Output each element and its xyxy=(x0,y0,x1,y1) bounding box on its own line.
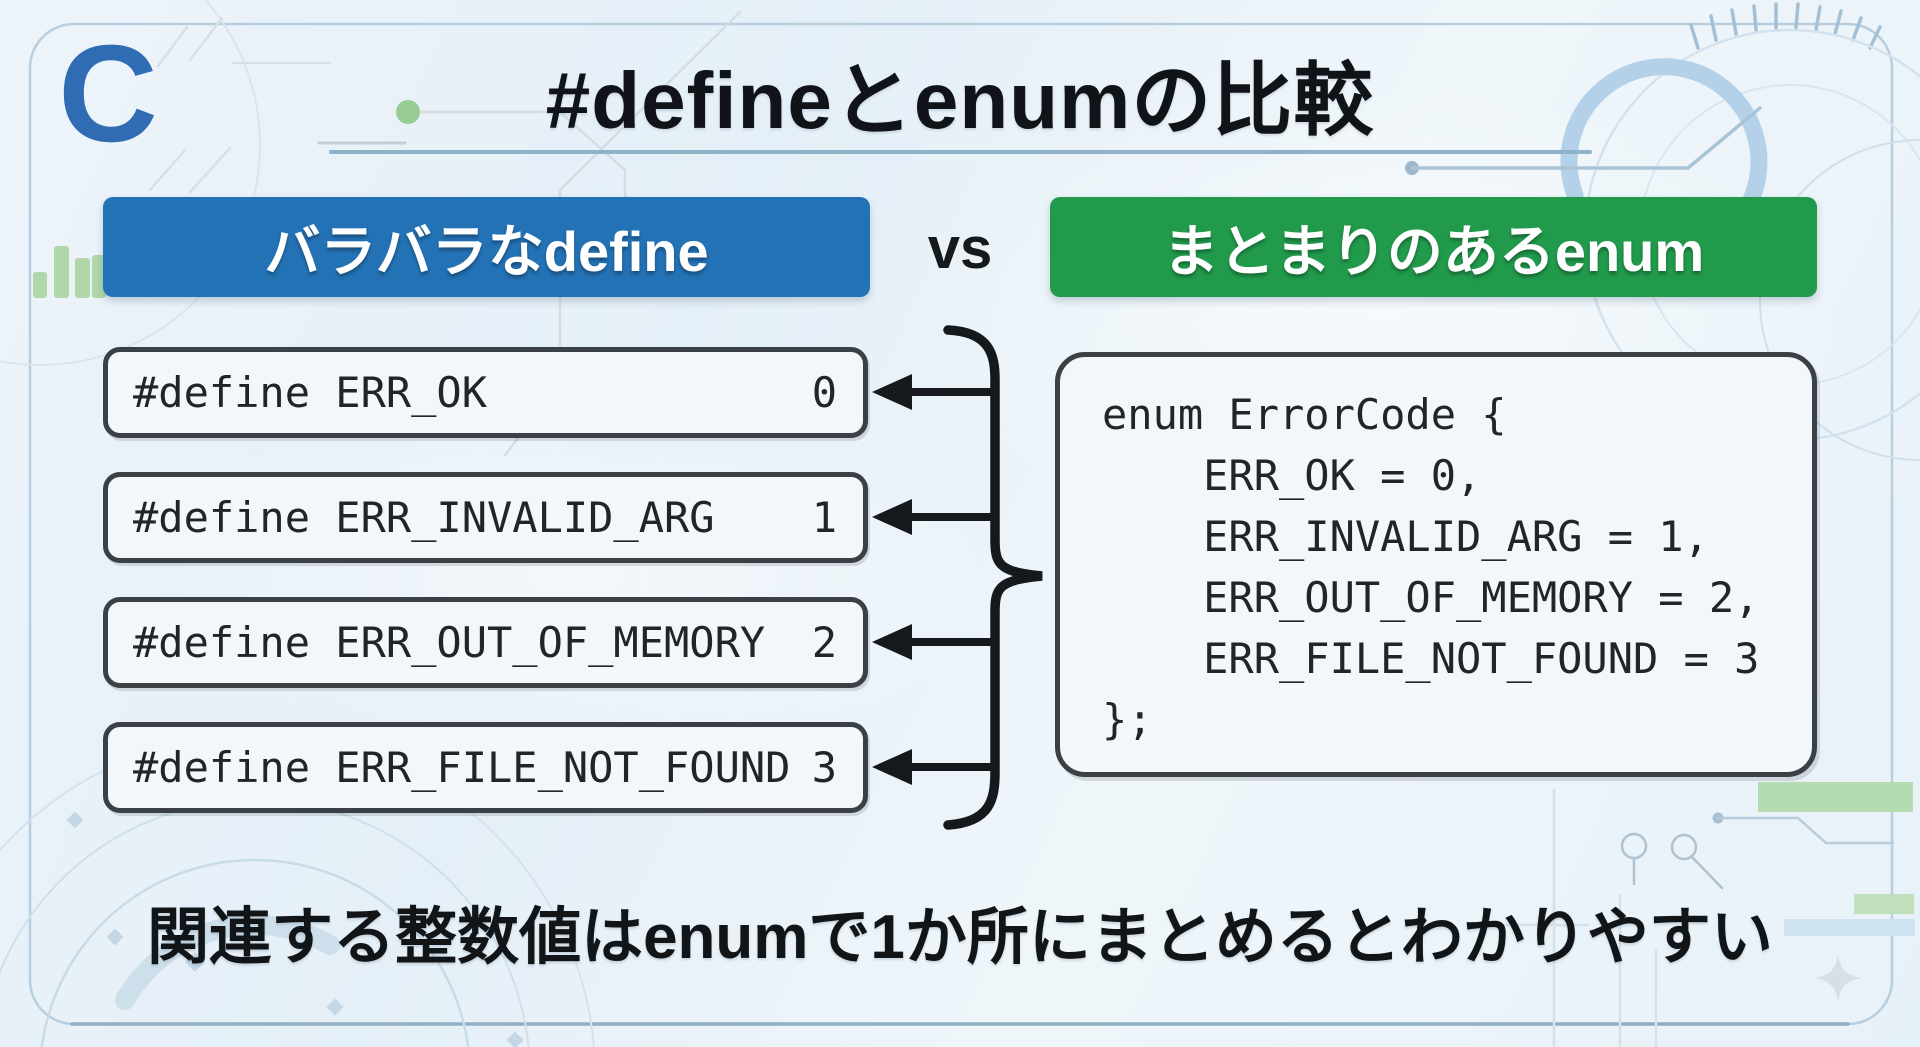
title-underline xyxy=(329,150,1592,154)
arrow-head-1 xyxy=(872,499,912,535)
vs-label: vs xyxy=(927,215,993,281)
define-value: 0 xyxy=(811,368,837,417)
define-code: #define ERR_FILE_NOT_FOUND xyxy=(133,743,791,792)
define-box-err-ok: #define ERR_OK 0 xyxy=(103,347,868,438)
arrow-head-3 xyxy=(872,749,912,785)
define-header-banner: バラバラなdefine xyxy=(103,197,870,297)
arrow-head-0 xyxy=(872,374,912,410)
circuit-trace xyxy=(1716,816,1895,845)
circuit-pin-2 xyxy=(1670,833,1698,861)
define-box-err-file-not-found: #define ERR_FILE_NOT_FOUND 3 xyxy=(103,722,868,813)
code-line: ERR_OUT_OF_MEMORY = 2, xyxy=(1102,573,1760,622)
define-code: #define ERR_OK xyxy=(133,368,488,417)
enum-header-banner: まとまりのあるenum xyxy=(1050,197,1817,297)
circuit-pin-2-stem xyxy=(1690,855,1724,890)
arrow-head-2 xyxy=(872,624,912,660)
brace-and-arrows xyxy=(872,325,1043,830)
dot-mid-right xyxy=(1405,161,1419,175)
curly-brace xyxy=(943,325,1043,830)
define-box-err-invalid-arg: #define ERR_INVALID_ARG 1 xyxy=(103,472,868,563)
define-code: #define ERR_OUT_OF_MEMORY xyxy=(133,618,766,667)
define-value: 1 xyxy=(811,493,837,542)
mini-bar-chart xyxy=(33,246,106,298)
define-box-err-out-of-memory: #define ERR_OUT_OF_MEMORY 2 xyxy=(103,597,868,688)
green-strip-a xyxy=(1758,782,1913,812)
enum-code-box: enum ErrorCode { ERR_OK = 0, ERR_INVALID… xyxy=(1055,352,1817,777)
circuit-pin-1 xyxy=(1620,832,1648,860)
circuit-dot xyxy=(1712,812,1724,824)
define-value: 2 xyxy=(811,618,837,667)
define-value: 3 xyxy=(811,743,837,792)
code-line: ERR_FILE_NOT_FOUND = 3 xyxy=(1102,634,1760,683)
code-line: enum ErrorCode { xyxy=(1102,390,1507,439)
code-line: }; xyxy=(1102,695,1153,744)
caption-text: 関連する整数値はenumで1か所にまとめるとわかりやすい xyxy=(147,903,1773,972)
define-code: #define ERR_INVALID_ARG xyxy=(133,493,715,542)
c-language-logo: C xyxy=(58,16,158,171)
code-line: ERR_OK = 0, xyxy=(1102,451,1482,500)
page-title: #defineとenumの比較 xyxy=(545,56,1375,145)
code-line: ERR_INVALID_ARG = 1, xyxy=(1102,512,1709,561)
